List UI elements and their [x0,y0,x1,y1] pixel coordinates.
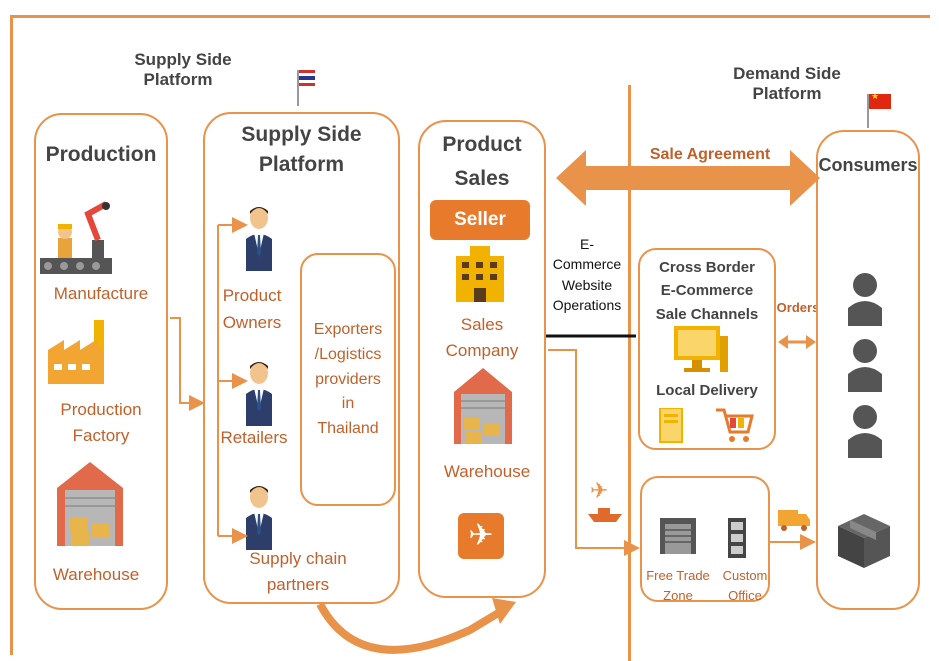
pc-tower-icon [659,408,683,443]
demand-header-line1: Demand Side [733,64,841,83]
package-box-icon [838,514,890,568]
warehouse-icon [57,462,123,546]
supply-chain-line2: partners [266,575,330,595]
factory-label-line1: Production [60,400,142,419]
sales-company-label: Sales Company [418,312,546,365]
custom-office-icon [728,518,746,558]
product-owners-label: Product Owners [214,282,290,336]
warehouse-icon [454,368,512,444]
consumer-icon [848,405,882,458]
factory-label-line2: Factory [72,426,130,446]
production-title: Production [45,143,157,166]
businessman-icon [246,486,272,550]
cross-border-label: Cross Border E-Commerce Sale Channels [638,256,776,326]
consumer-icon [848,273,882,326]
consumers-title: Consumers [818,155,918,175]
ship-icon [588,514,622,522]
cross-border-line3: Sale Channels [655,305,759,323]
computer-icon [674,326,728,372]
ecommerce-line: Website [561,276,613,293]
exporters-line: Thailand [317,420,379,438]
exporters-label: Exporters /Logistics providers in Thaila… [300,318,396,442]
orders-label: Orders [776,300,820,315]
china-flag-icon: ★ [867,91,891,128]
demand-side-header: Demand Side Platform [722,64,852,105]
businessman-icon [246,362,272,426]
custom-office-line1: Custom [722,568,768,583]
custom-office-line2: Office [728,588,762,604]
robot-arm-icon [40,201,112,274]
ecommerce-line: E- [580,236,594,252]
production-to-supply-arrow [170,317,205,411]
retailers-label: Retailers [220,428,288,447]
supply-demand-divider [628,85,631,661]
supply-platform-title-line1: Supply Side [241,123,362,146]
ecommerce-line: Operations [552,296,622,313]
sales-warehouse-label: Warehouse [443,462,531,481]
sale-agreement-double-arrow [556,150,820,206]
product-sales-title-line2: Sales [454,166,510,190]
exporters-box [300,253,396,506]
thailand-flag-icon [297,70,315,106]
free-trade-line1: Free Trade [646,568,710,583]
product-owners-line2: Owners [222,313,282,333]
ecommerce-label: E- Commerce Website Operations [543,234,631,315]
supply-header-line2: Platform [143,70,213,90]
sales-to-customs-arrow [548,349,640,556]
orders-arrow-right-head [806,335,816,349]
sale-agreement-label: Sale Agreement [649,146,771,163]
factory-icon [48,320,104,384]
free-trade-zone-icon [660,518,696,554]
businessman-icon [246,207,272,271]
building-icon [456,246,504,302]
local-delivery-label: Local Delivery [656,382,758,399]
demand-header-line2: Platform [752,84,822,104]
supply-side-header: Supply Side Platform [128,50,238,91]
curve-arrow-head [492,598,516,624]
production-factory-label: Production Factory [34,397,168,450]
exporters-line: Exporters [313,321,383,338]
product-sales-title: Product Sales [418,128,546,195]
plane-icon: ✈ [590,479,608,504]
product-sales-title-line1: Product [442,133,522,156]
custom-office-label: Custom Office [714,566,776,606]
supply-chain-line1: Supply chain [249,549,347,568]
delivery-truck-icon [778,510,810,531]
exporters-line: providers [315,370,381,388]
supply-to-sales-curve-arrow [316,602,503,654]
free-trade-line2: Zone [663,588,693,604]
seller-badge: Seller [430,200,530,240]
outer-frame [10,15,930,655]
sales-company-line1: Sales [460,315,504,334]
consumer-icon [848,339,882,392]
shopping-cart-icon [716,408,754,442]
supply-platform-title: Supply Side Platform [203,120,400,181]
cross-border-line1: Cross Border [659,259,755,276]
sales-company-line2: Company [445,341,519,361]
airplane-icon: ✈ [458,513,504,559]
production-warehouse-label: Warehouse [52,565,140,584]
product-owners-line1: Product [222,286,282,305]
supply-header-line1: Supply Side [134,50,232,69]
exporters-line: /Logistics [314,345,382,363]
manufacture-label: Manufacture [53,284,149,303]
cross-border-line2: E-Commerce [660,282,754,300]
supply-platform-title-line2: Platform [258,153,345,177]
ship-cabin [598,508,610,514]
free-trade-zone-label: Free Trade Zone [642,566,714,606]
exporters-line: in [341,395,355,413]
ecommerce-line: Commerce [552,256,622,273]
supply-chain-partners-label: Supply chain partners [240,546,356,599]
orders-arrow-left-head [778,335,788,349]
